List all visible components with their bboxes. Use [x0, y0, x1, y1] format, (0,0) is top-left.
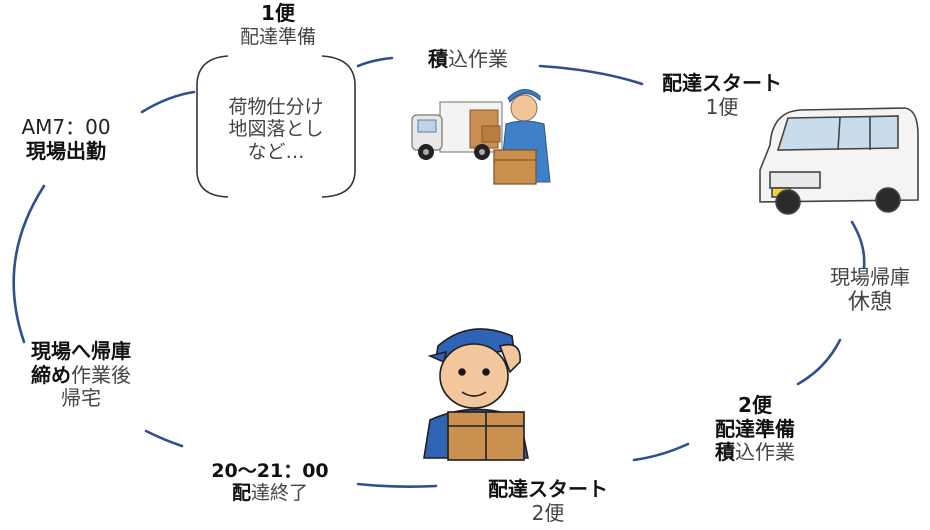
- box-truck-icon: [411, 101, 503, 160]
- bin2-prep-label: 2便 配達準備 積込作業: [686, 393, 824, 465]
- prep-task-line: 荷物仕分け: [228, 96, 324, 118]
- delivery-end-label: 20〜21：00 配達終了: [194, 460, 346, 505]
- start2-title: 配達スタート: [488, 477, 608, 501]
- bin1-sub: 配達準備: [239, 25, 316, 48]
- delivery-start-1-label: 配達スタート 1便: [632, 71, 812, 119]
- arrive-title: 現場出勤: [26, 138, 106, 163]
- back-line2-rest: 作業後: [71, 362, 131, 387]
- delivery-worker-icon: [423, 328, 529, 461]
- arc-van-to-return: [850, 220, 866, 270]
- rest-line: 休憩: [847, 289, 892, 315]
- arrive-time: AM7：00: [21, 115, 111, 139]
- return-rest-label: 現場帰庫 休憩: [820, 265, 920, 316]
- loading-rest: 込作業: [448, 47, 508, 71]
- bin2-number: 2便: [738, 393, 772, 417]
- arc-load-to-start1: [538, 64, 644, 86]
- start2-sub: 2便: [531, 500, 565, 525]
- end-time: 20〜21：00: [211, 460, 329, 482]
- start1-sub: 1便: [705, 94, 739, 119]
- loading-work-label: 積込作業: [404, 47, 532, 72]
- prep-tasks-text: 荷物仕分け 地図落とし など…: [212, 96, 340, 163]
- worker-with-box-icon: [493, 89, 551, 185]
- bin2-title: 配達準備: [715, 416, 795, 441]
- arc-prep-to-load: [356, 56, 394, 68]
- arc-arrive-to-prep: [140, 90, 196, 114]
- arc-back-to-arrive: [12, 184, 46, 344]
- back-title: 現場へ帰庫: [31, 339, 131, 363]
- arc-bin2-to-start2: [632, 442, 690, 462]
- return-home-label: 現場へ帰庫 締め作業後 帰宅: [6, 339, 156, 411]
- prep-task-line: 地図落とし: [228, 118, 324, 141]
- bin1-prep-label: 1便 配達準備: [230, 1, 326, 48]
- bin1-number: 1便: [261, 1, 295, 25]
- arc-end-to-back: [144, 429, 184, 448]
- arrive-label: AM7：00 現場出勤: [2, 115, 130, 163]
- prep-task-line: など…: [247, 140, 305, 163]
- end-bold-char: 配: [231, 482, 251, 505]
- back-line2-bold: 締め: [31, 362, 71, 387]
- arc-return-to-bin2: [796, 338, 842, 386]
- delivery-start-2-label: 配達スタート 2便: [458, 477, 638, 525]
- return-line: 現場帰庫: [830, 265, 910, 289]
- van-icon: [759, 107, 919, 215]
- back-line3: 帰宅: [61, 386, 101, 411]
- bin2-sub-bold: 積: [715, 440, 735, 465]
- loading-bold-char: 積: [428, 47, 448, 71]
- arc-start2-to-end: [356, 482, 438, 488]
- start1-title: 配達スタート: [662, 71, 782, 95]
- bin2-sub-rest: 込作業: [735, 440, 795, 465]
- end-rest: 達終了: [251, 482, 309, 505]
